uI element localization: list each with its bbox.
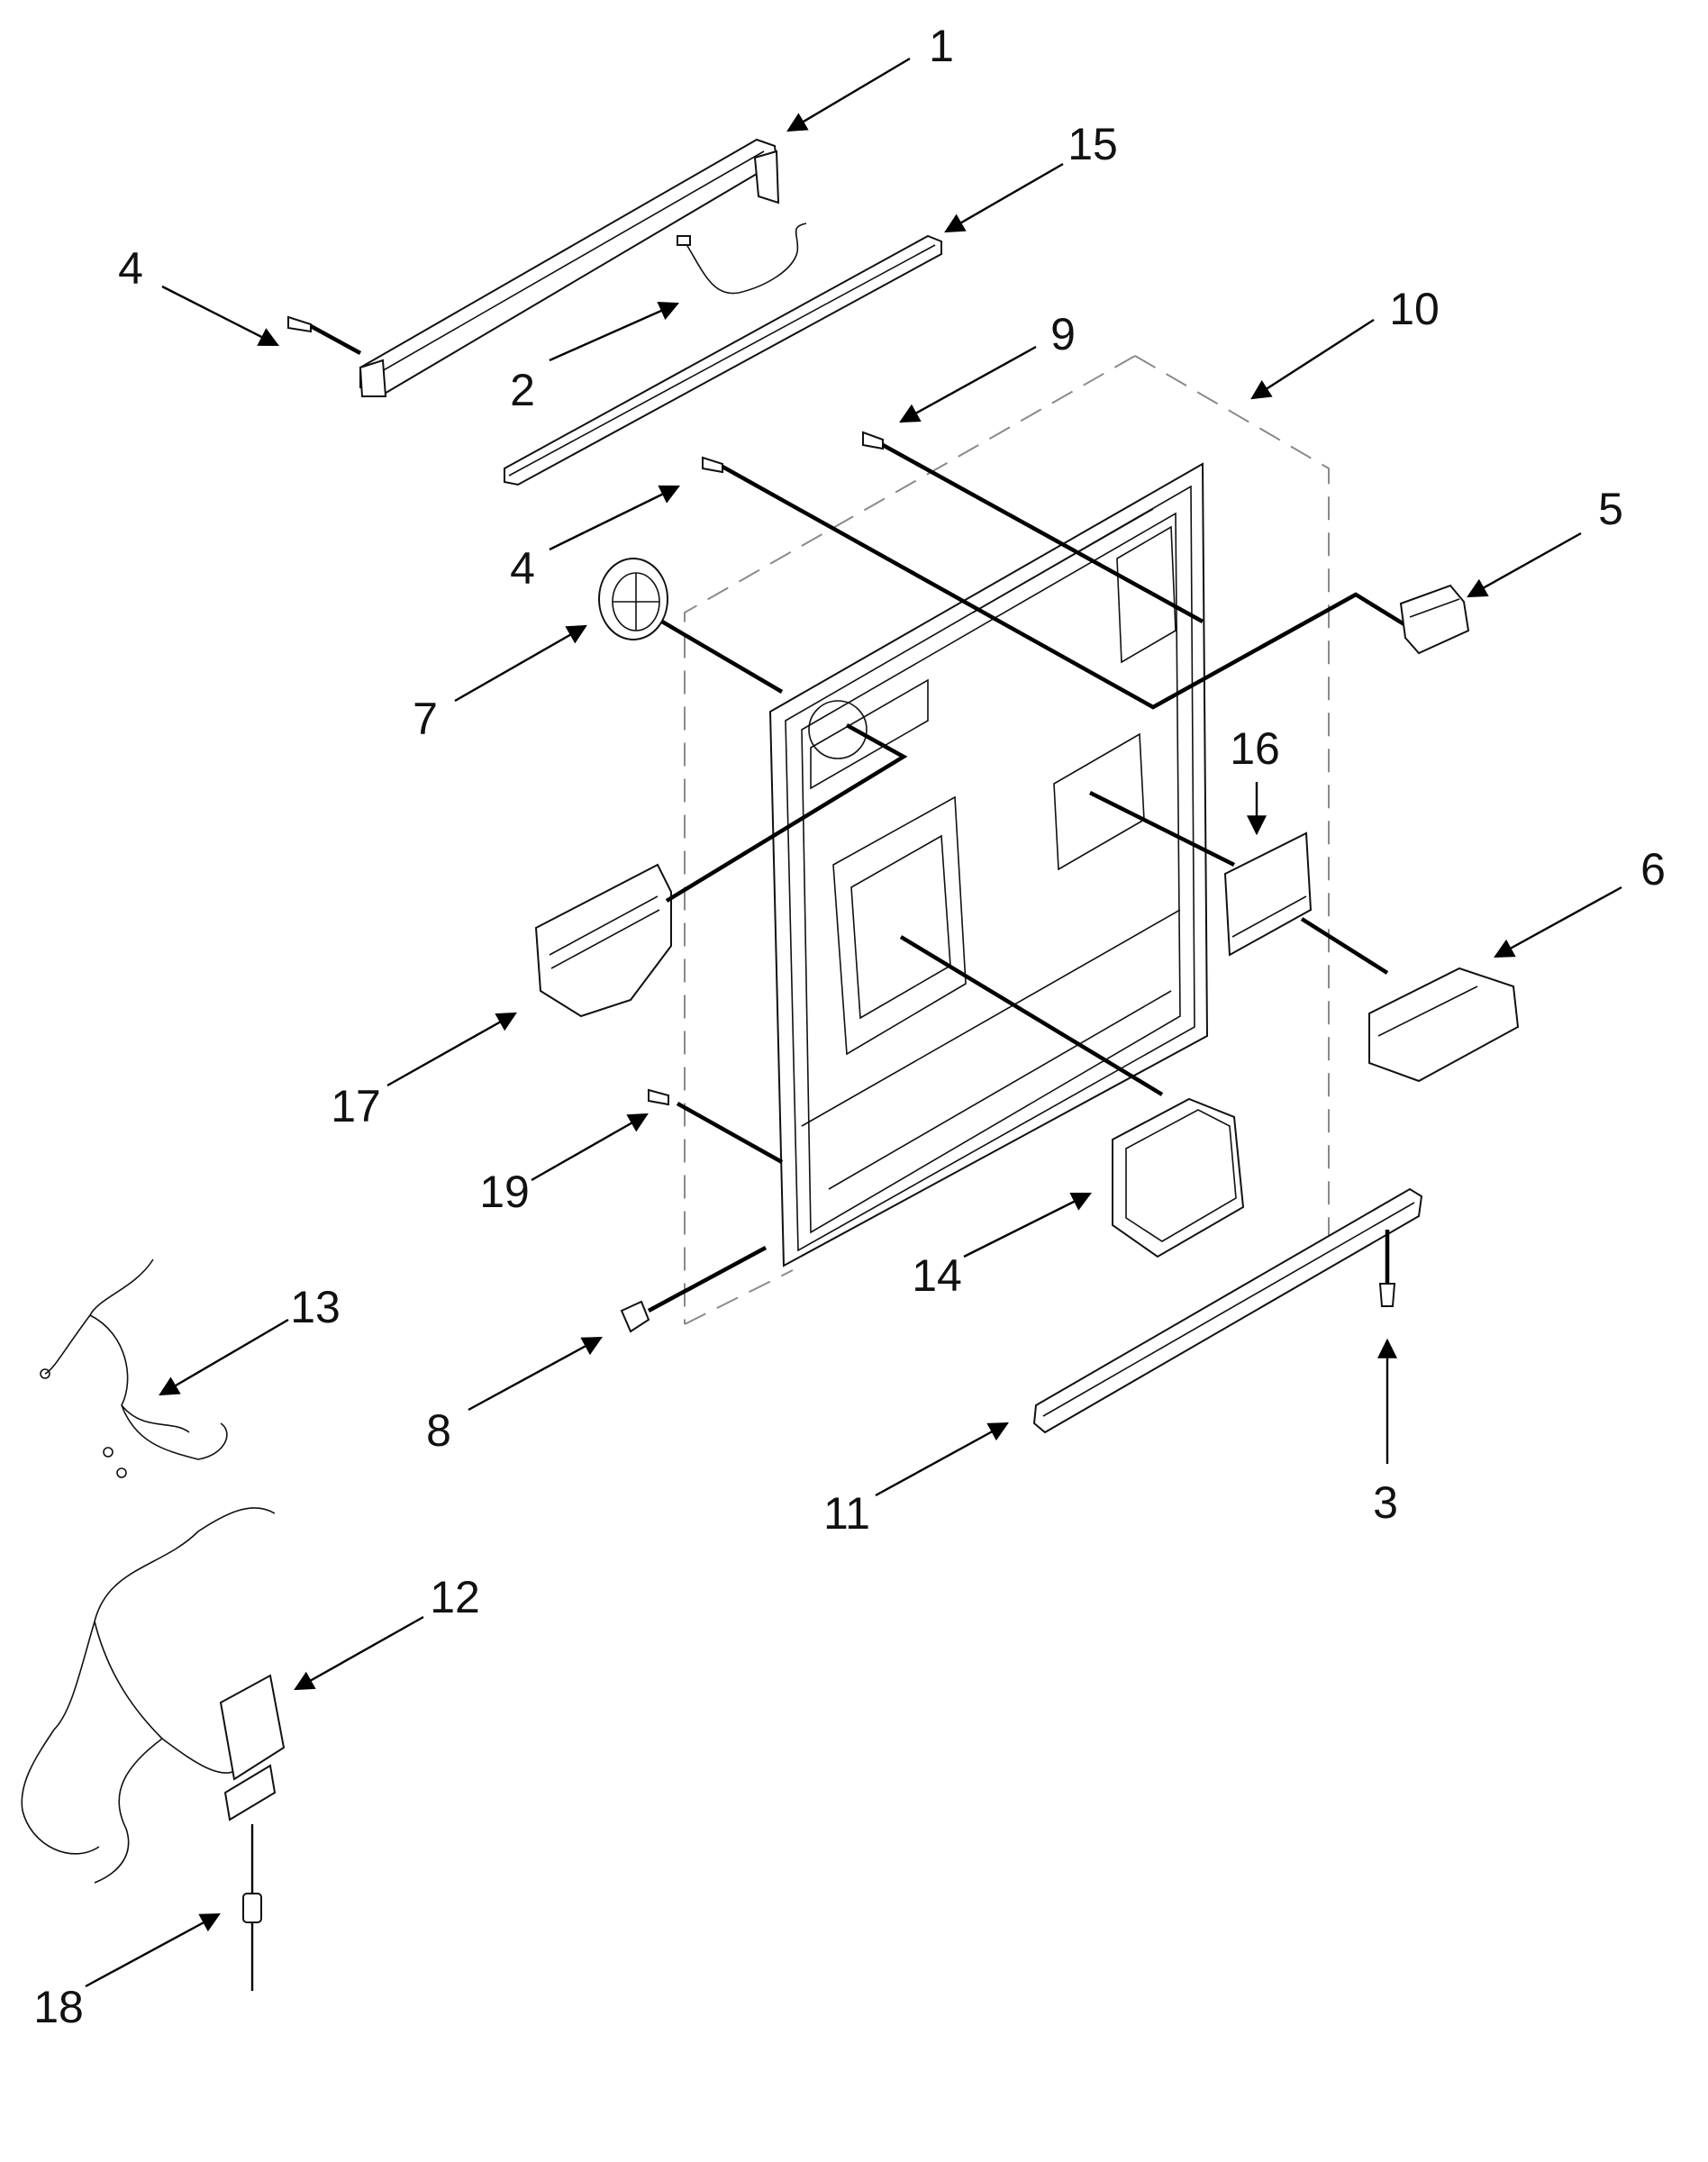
part-17-dispenser xyxy=(534,723,908,1018)
part-11-bottom-trim xyxy=(1032,1187,1423,1434)
part-6-control xyxy=(1300,917,1520,1083)
part-15-gasket xyxy=(504,234,942,486)
callout-labels: 1 15 4 2 9 10 4 5 7 16 6 17 19 14 13 8 3… xyxy=(33,21,1666,2032)
part-2-wire xyxy=(677,223,807,295)
part-16-bracket xyxy=(1088,790,1313,957)
part-14-module xyxy=(899,935,1245,1258)
callout-1: 1 xyxy=(929,21,954,71)
callout-11: 11 xyxy=(823,1488,870,1539)
screw-4-top xyxy=(287,315,362,355)
part-13-harness xyxy=(40,1258,228,1478)
callout-7: 7 xyxy=(413,694,438,744)
part-18-fuse xyxy=(242,1892,262,1991)
callout-13: 13 xyxy=(290,1282,341,1332)
part-5-latch xyxy=(1399,584,1470,655)
callout-5: 5 xyxy=(1598,484,1623,534)
callout-16: 16 xyxy=(1230,723,1280,774)
callout-18: 18 xyxy=(33,1982,84,2032)
callout-19: 19 xyxy=(479,1167,530,1217)
part-12-main-harness xyxy=(21,1507,286,1892)
callout-4-mid: 4 xyxy=(510,543,535,594)
part-7-vent xyxy=(598,558,784,694)
callout-4-top: 4 xyxy=(118,243,143,294)
callout-8: 8 xyxy=(426,1405,451,1456)
callout-6: 6 xyxy=(1640,844,1666,895)
callout-9: 9 xyxy=(1050,309,1076,359)
callout-10: 10 xyxy=(1389,284,1440,334)
callout-12: 12 xyxy=(430,1572,480,1622)
part-1-top-trim xyxy=(359,138,780,397)
callout-15: 15 xyxy=(1068,119,1118,169)
callout-14: 14 xyxy=(912,1250,962,1301)
part-3-screw xyxy=(1378,1230,1396,1307)
callout-2: 2 xyxy=(510,365,535,415)
part-8-bushing xyxy=(620,1246,768,1333)
callout-3: 3 xyxy=(1373,1477,1398,1528)
callout-arrows xyxy=(85,57,1622,1988)
screw-9 xyxy=(862,431,1204,623)
screw-4-mid xyxy=(702,456,1416,710)
callout-17: 17 xyxy=(331,1081,381,1131)
part-19-screw xyxy=(648,1088,784,1164)
